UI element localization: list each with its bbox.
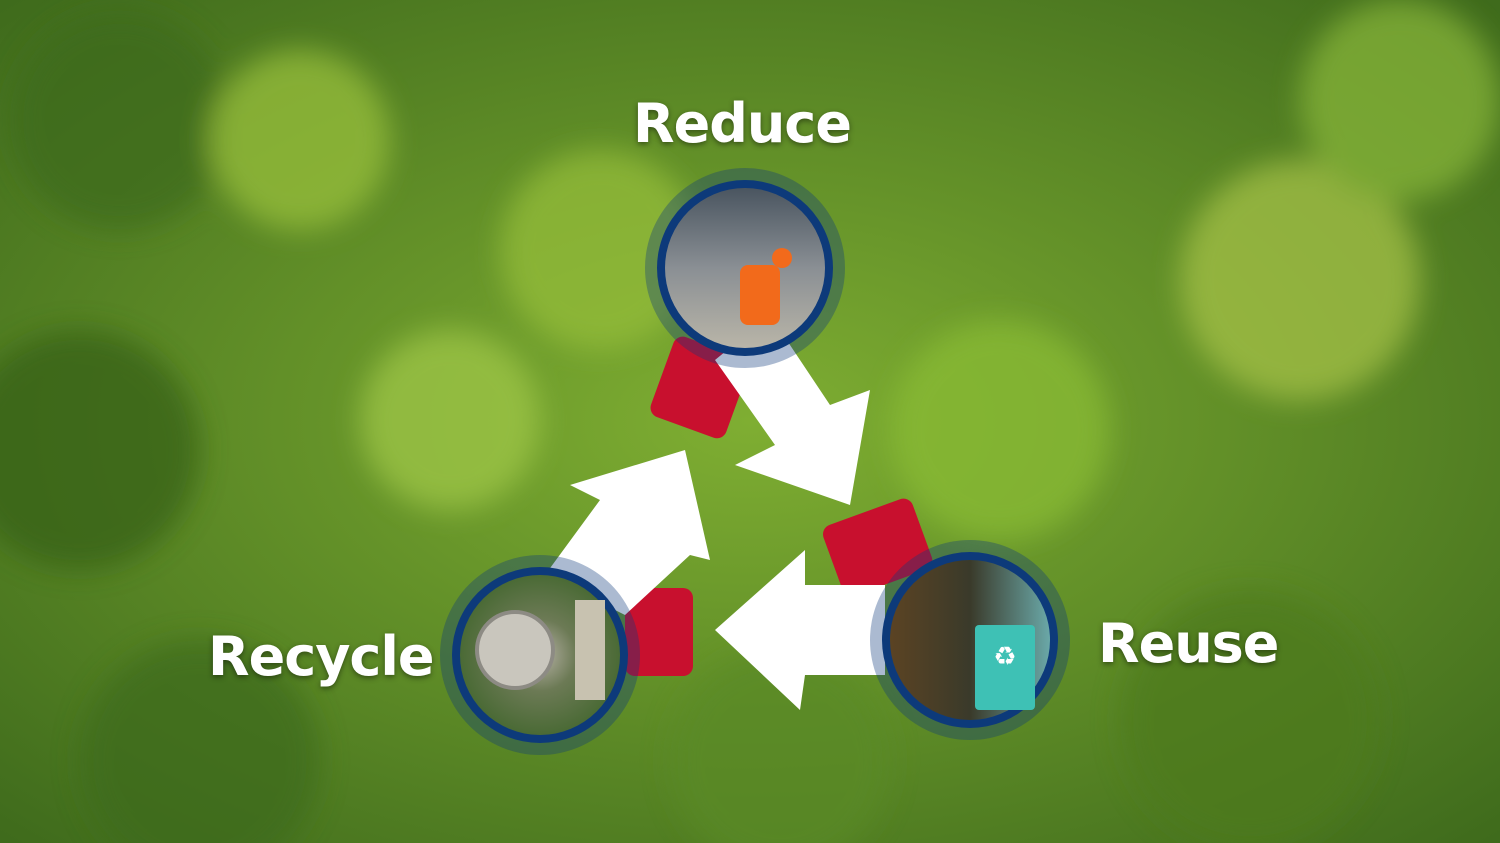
stage-label-recycle: Recycle	[208, 625, 435, 688]
reuse-arrow-tail	[822, 498, 933, 596]
arrow-reduce-to-reuse	[715, 315, 870, 505]
arrow-recycle-to-reduce	[545, 450, 710, 615]
svg-text:♻: ♻	[993, 642, 1016, 672]
reuse-image-circle: ♻	[870, 540, 1070, 740]
reduce-image-circle	[645, 168, 845, 368]
stage-label-reuse: Reuse	[1098, 612, 1279, 675]
arrow-reuse-to-recycle	[715, 550, 885, 710]
recycle-image-circle	[440, 555, 640, 755]
stage-label-reduce: Reduce	[633, 92, 852, 155]
recycle-arrow-tail	[625, 588, 693, 676]
